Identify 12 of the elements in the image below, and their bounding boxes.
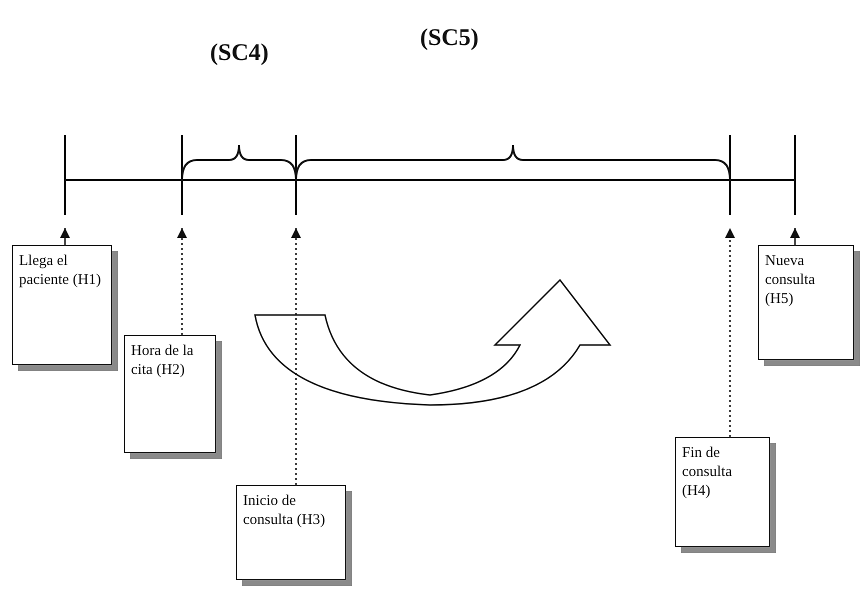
interval-label: (SC4)	[210, 40, 269, 67]
event-text: Hora de la cita (H2)	[131, 342, 194, 380]
arrow	[177, 228, 187, 335]
interval-label: (SC5)	[420, 25, 479, 52]
event-text: Llega el paciente (H1)	[19, 252, 102, 290]
event-text: Fin de consulta (H4)	[682, 444, 733, 501]
arrow	[725, 228, 735, 437]
arrow	[291, 228, 301, 485]
arrow	[790, 228, 800, 245]
event-text: Nueva consulta (H5)	[765, 252, 816, 309]
event-text: Inicio de consulta (H3)	[243, 492, 326, 530]
arrow	[60, 228, 70, 245]
